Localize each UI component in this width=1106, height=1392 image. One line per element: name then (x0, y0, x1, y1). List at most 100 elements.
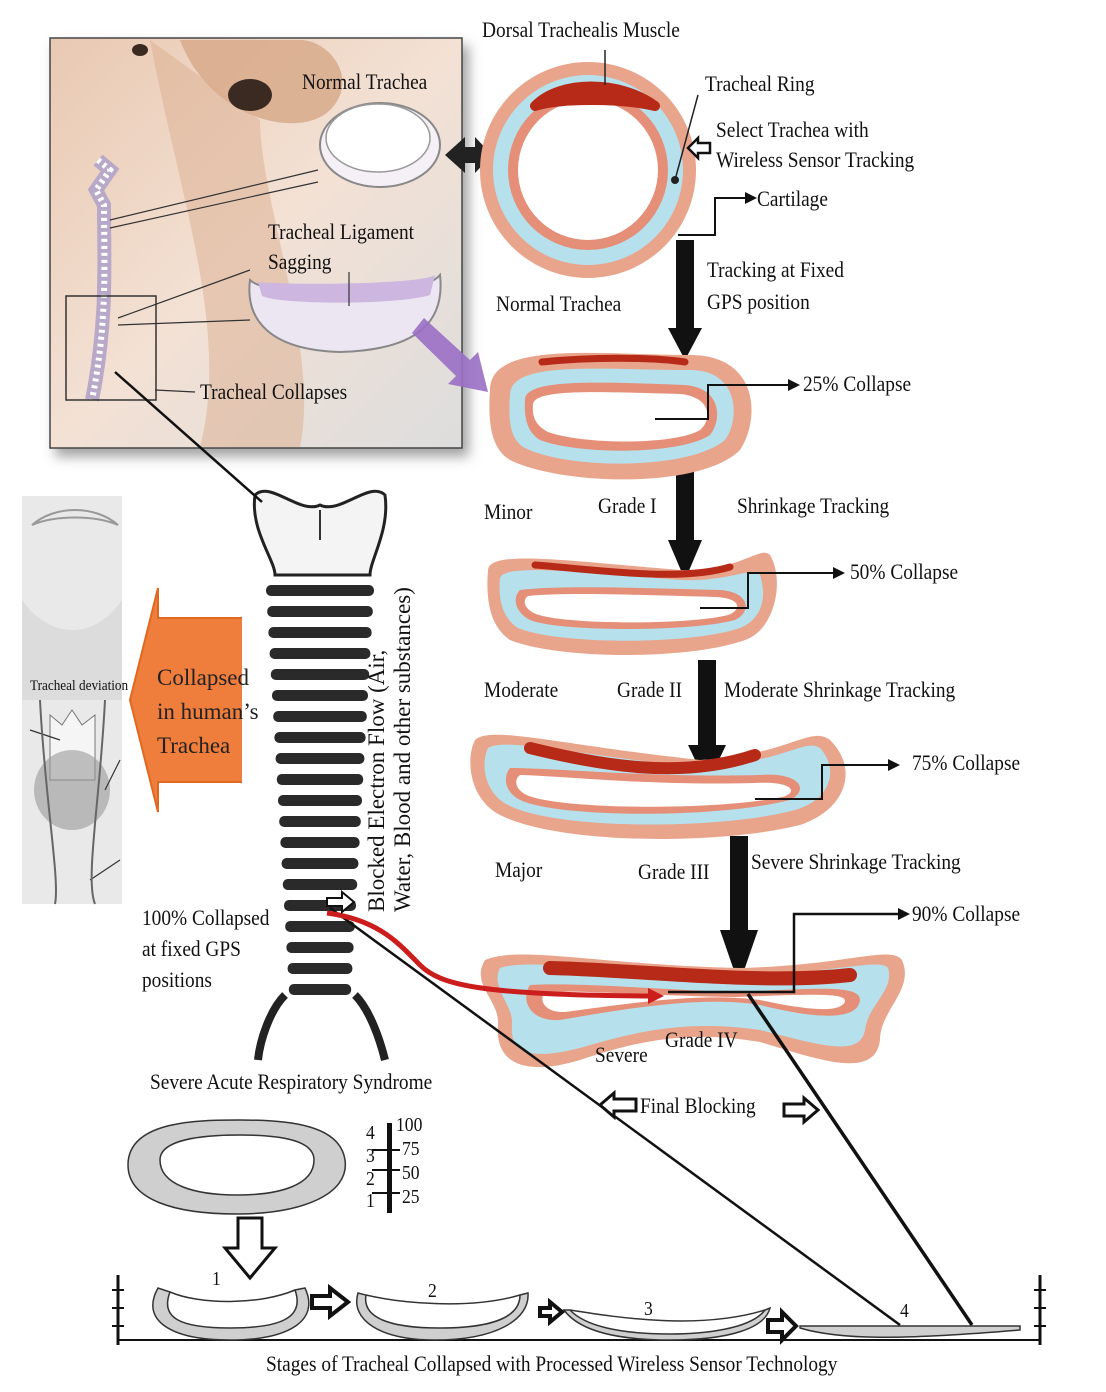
stage-strip (112, 1275, 1046, 1345)
scale-right-50: 50 (402, 1162, 420, 1184)
tracheal-collapses-label: Tracheal Collapses (200, 379, 348, 404)
hollow-arrow-icon (326, 889, 356, 915)
severity-scale (372, 1123, 400, 1213)
grade-2-grade: Grade II (617, 677, 683, 702)
scale-right-25: 25 (402, 1186, 420, 1208)
grade-3-collapse: 75% Collapse (912, 750, 1021, 775)
scale-left-3: 3 (366, 1145, 375, 1167)
grade-1-grade: Grade I (598, 493, 657, 518)
blocked-flow-line1: Blocked Electron Flow (Air, (364, 649, 389, 912)
scale-left-2: 2 (366, 1168, 375, 1190)
trachea-ring (288, 984, 352, 995)
trachea-ring (287, 963, 353, 974)
hollow-down-arrow-icon (221, 1216, 279, 1281)
grade-3-tracking: Severe Shrinkage Tracking (751, 849, 961, 874)
tracheal-deviation-label: Tracheal deviation (30, 678, 129, 694)
ligament-label-line2: Sagging (268, 249, 332, 274)
grade-4-severity: Severe (595, 1042, 648, 1067)
grade-1-severity: Minor (484, 499, 533, 524)
normal-trachea-caption: Normal Trachea (496, 291, 622, 316)
blocked-flow-line2: Water, Blood and other substances) (390, 587, 415, 912)
stage-4-shape (799, 1325, 1021, 1339)
stage-3-label: 3 (644, 1298, 653, 1320)
trachea-ring (280, 837, 360, 848)
trachea-ring (286, 942, 354, 953)
stage-4-label: 4 (900, 1300, 909, 1322)
grade-4-grade: Grade IV (665, 1027, 738, 1052)
grade-3-cross-section (470, 734, 900, 839)
scale-right-100: 100 (396, 1114, 423, 1136)
connector-line (746, 993, 974, 1326)
dog-eye (132, 44, 148, 56)
select-trachea-line2: Wireless Sensor Tracking (716, 147, 915, 172)
trachea-ring (274, 732, 366, 743)
normal-cross-section (480, 50, 757, 278)
collapsed-100-line3: positions (142, 967, 212, 992)
trachea-rings (266, 585, 374, 995)
orange-arrow-line2: in human’s (157, 699, 259, 724)
trachea-ring (275, 753, 365, 764)
grade-4-collapse: 90% Collapse (912, 901, 1021, 926)
human-trachea-drawing (242, 474, 396, 1074)
trachea-ring (282, 879, 358, 890)
cartilage-label: Cartilage (757, 186, 828, 211)
trachea-ring (278, 795, 362, 806)
stage-arrow-icon (538, 1297, 566, 1327)
scale-right-75: 75 (402, 1138, 420, 1160)
collapsed-100-line2: at fixed GPS (142, 936, 241, 961)
grade-3-severity: Major (495, 857, 543, 882)
red-curve (326, 910, 651, 999)
select-trachea-line1: Select Trachea with (716, 117, 869, 142)
orange-arrow-line3: Trachea (157, 733, 231, 758)
final-blocking-left-arrow-icon (597, 1089, 638, 1121)
orange-arrow-line1: Collapsed (157, 665, 249, 690)
trachea-ring (266, 585, 374, 596)
scale-left-4: 4 (366, 1122, 375, 1144)
grade-2-collapse: 50% Collapse (850, 559, 959, 584)
grade-2-tracking: Moderate Shrinkage Tracking (724, 677, 956, 702)
dog-panel (49, 37, 463, 449)
trachea-ring (279, 816, 361, 827)
zoom-box (65, 295, 157, 401)
gray-normal-ring (127, 1119, 346, 1215)
normal-trachea-label: Normal Trachea (302, 69, 428, 94)
stage-1-shape (152, 1287, 310, 1341)
stage-arrow-icon (766, 1307, 799, 1345)
trachea-ring (276, 774, 364, 785)
grade-2-cross-section (487, 552, 845, 655)
grade-1-collapse: 25% Collapse (803, 371, 912, 396)
stage-2-label: 2 (428, 1280, 437, 1302)
ligament-label-line1: Tracheal Ligament (268, 219, 415, 244)
trachea-ring (267, 606, 373, 617)
stage-2-shape (356, 1292, 529, 1341)
final-blocking-right-arrow-icon (782, 1094, 821, 1126)
final-blocking-label: Final Blocking (640, 1093, 756, 1118)
sars-label: Severe Acute Respiratory Syndrome (150, 1069, 433, 1094)
trachea-ring (272, 690, 368, 701)
purple-arrow (412, 318, 488, 392)
stage-1-label: 1 (212, 1268, 221, 1290)
grade-1-cross-section (489, 352, 800, 480)
trachea-ring (268, 627, 372, 638)
trachea-ring (285, 921, 355, 932)
grade-3-grade: Grade III (638, 859, 710, 884)
select-arrow-icon (686, 134, 712, 162)
tracking-label-line2: GPS position (707, 289, 810, 314)
grade-1-tracking: Shrinkage Tracking (737, 493, 890, 518)
collapsed-100-line1: 100% Collapsed (142, 905, 270, 930)
stage-3-shape (562, 1306, 772, 1341)
scale-left-1: 1 (366, 1190, 375, 1212)
connector-line (114, 371, 263, 503)
grade-2-severity: Moderate (484, 677, 559, 702)
human-neck-panel (22, 496, 122, 905)
bottom-caption: Stages of Tracheal Collapsed with Proces… (266, 1351, 838, 1376)
dog-nose (228, 79, 272, 111)
trachea-ring (273, 711, 367, 722)
stage-arrow-icon (310, 1283, 352, 1321)
trachea-ring (270, 669, 370, 680)
trachea-ring (281, 858, 359, 869)
trachea-ring (269, 648, 371, 659)
dorsal-muscle-label: Dorsal Trachealis Muscle (482, 17, 680, 42)
